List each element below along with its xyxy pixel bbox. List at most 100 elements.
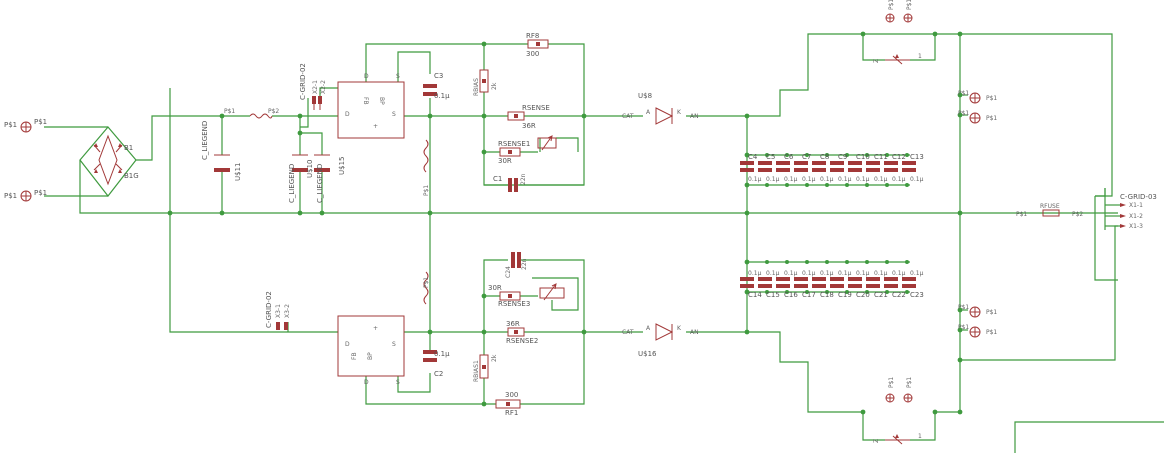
capacitor-value: 0.1µ bbox=[748, 176, 762, 183]
resistor-rbias: RBIAS 2k bbox=[473, 69, 498, 96]
cap-liegend-3: C_LIEGEND U$15 bbox=[314, 154, 346, 203]
svg-text:1: 1 bbox=[918, 53, 922, 60]
capacitor-name: C4 bbox=[748, 153, 758, 161]
capacitor-name: C20 bbox=[856, 291, 870, 299]
capacitor-c18: C18 0.1µ bbox=[812, 270, 834, 299]
capacitor-c7: C70.1µ bbox=[794, 153, 816, 183]
svg-text:Z: Z bbox=[873, 439, 880, 443]
junction-dots bbox=[167, 31, 963, 415]
thermistor-bottom: Z 1 bbox=[873, 433, 922, 445]
svg-text:FB: FB bbox=[362, 97, 369, 105]
capacitor-c2: 0.1µ C2 bbox=[423, 350, 450, 378]
svg-text:P$1: P$1 bbox=[986, 95, 997, 102]
capacitor-value: 0.1µ bbox=[784, 176, 798, 183]
svg-text:22n: 22n bbox=[521, 258, 528, 270]
cap-liegend-1: C_LIEGEND U$11 bbox=[201, 121, 242, 181]
capacitor-name: C19 bbox=[838, 291, 852, 299]
svg-text:P$1: P$1 bbox=[906, 377, 913, 388]
capacitor-value: 0.1µ bbox=[874, 270, 888, 277]
svg-text:P$1: P$1 bbox=[958, 324, 969, 331]
capacitor-name: C18 bbox=[820, 291, 834, 299]
jack-x3: C-GRID-02 X3-1 X3-2 bbox=[265, 291, 291, 330]
svg-text:+: + bbox=[373, 325, 378, 332]
capacitor-value: 0.1µ bbox=[910, 176, 924, 183]
capacitor-name: C13 bbox=[910, 153, 924, 161]
svg-text:P$1: P$1 bbox=[1016, 211, 1027, 218]
resistor-rsense3: 30R RSENSE3 bbox=[488, 284, 530, 308]
svg-text:D: D bbox=[364, 73, 369, 80]
svg-text:36R: 36R bbox=[506, 320, 520, 328]
svg-text:C_LIEGEND: C_LIEGEND bbox=[201, 121, 209, 160]
capacitor-value: 0.1µ bbox=[856, 176, 870, 183]
svg-text:P$1: P$1 bbox=[4, 192, 17, 200]
svg-text:S: S bbox=[396, 73, 400, 80]
svg-text:U$11: U$11 bbox=[234, 163, 242, 181]
resistor-rsense2: 36R RSENSE2 bbox=[506, 320, 538, 345]
svg-text:P$2: P$2 bbox=[1072, 211, 1083, 218]
capacitor-value: 0.1µ bbox=[820, 270, 834, 277]
capacitor-value: 0.1µ bbox=[838, 176, 852, 183]
capacitor-value: 0.1µ bbox=[748, 270, 762, 277]
svg-text:BP: BP bbox=[367, 352, 374, 360]
thermistor-top: Z 1 bbox=[873, 53, 922, 65]
capacitor-name: C10 bbox=[856, 153, 870, 161]
capacitor-value: 0.1µ bbox=[892, 176, 906, 183]
svg-text:0.1µ: 0.1µ bbox=[434, 92, 450, 100]
svg-text:Z: Z bbox=[873, 59, 880, 63]
bridge-rectifier: B1 B1G bbox=[93, 134, 139, 186]
svg-text:P$1: P$1 bbox=[888, 377, 895, 388]
svg-text:X1-2: X1-2 bbox=[1129, 213, 1143, 220]
capacitor-value: 0.1µ bbox=[838, 270, 852, 277]
svg-text:P$1: P$1 bbox=[888, 0, 895, 10]
capacitor-value: 0.1µ bbox=[820, 176, 834, 183]
capacitor-value: 0.1µ bbox=[766, 270, 780, 277]
diode-us8: CAT AN A K U$8 bbox=[622, 92, 699, 125]
capacitor-name: C11 bbox=[874, 153, 888, 161]
test-pads-right: P$1 P$1 P$1 P$1 P$1 P$1 P$1 P$1 bbox=[958, 90, 997, 338]
svg-text:2k: 2k bbox=[491, 354, 498, 362]
mains-pad-bottom: P$1 P$1 bbox=[4, 189, 47, 202]
capacitor-value: 0.1µ bbox=[856, 270, 870, 277]
cap-bank-top: C40.1µC50.1µC60.1µC70.1µC80.1µC90.1µC100… bbox=[740, 153, 924, 183]
inductor-bottom: P$1 bbox=[423, 271, 430, 305]
resistor-rbias1: RBIAS1 2k bbox=[473, 354, 498, 382]
svg-text:K: K bbox=[677, 109, 682, 116]
capacitor-name: C9 bbox=[838, 153, 847, 161]
svg-text:P$1: P$1 bbox=[958, 304, 969, 311]
resistor-rfuse: P$1 RFUSE P$2 bbox=[1016, 203, 1083, 218]
trimmer-top bbox=[537, 135, 557, 151]
svg-text:X2-1: X2-1 bbox=[312, 80, 319, 94]
svg-text:RSENSE: RSENSE bbox=[522, 104, 550, 112]
svg-text:C_LIEGEND: C_LIEGEND bbox=[316, 164, 324, 203]
capacitor-c19: C19 0.1µ bbox=[830, 270, 852, 299]
svg-text:RFUSE: RFUSE bbox=[1040, 203, 1060, 210]
capacitor-name: C22 bbox=[892, 291, 906, 299]
resistor-rsense: RSENSE 36R bbox=[507, 104, 550, 130]
regulator-ic-top: D S FB BP D S + bbox=[337, 73, 405, 139]
svg-text:36R: 36R bbox=[522, 122, 536, 130]
capacitor-value: 0.1µ bbox=[784, 270, 798, 277]
capacitor-value: 0.1µ bbox=[910, 270, 924, 277]
svg-text:30R: 30R bbox=[488, 284, 502, 292]
svg-text:2k: 2k bbox=[491, 82, 498, 90]
svg-text:U$8: U$8 bbox=[638, 92, 652, 100]
svg-text:A: A bbox=[646, 109, 651, 116]
output-pads-bottom: P$1 P$1 bbox=[885, 377, 913, 403]
regulator-ic-bottom: + D S FB BP D S bbox=[337, 315, 405, 386]
svg-text:RBIAS1: RBIAS1 bbox=[473, 360, 480, 382]
svg-text:CAT: CAT bbox=[622, 113, 634, 120]
svg-text:X1-3: X1-3 bbox=[1129, 223, 1143, 230]
svg-text:RSENSE1: RSENSE1 bbox=[498, 140, 530, 148]
svg-text:P$1: P$1 bbox=[958, 110, 969, 117]
svg-text:D: D bbox=[345, 341, 350, 348]
svg-text:+: + bbox=[373, 123, 378, 130]
svg-text:D: D bbox=[364, 379, 369, 386]
svg-text:C-GRID-03: C-GRID-03 bbox=[1120, 193, 1157, 201]
svg-text:1: 1 bbox=[918, 433, 922, 440]
